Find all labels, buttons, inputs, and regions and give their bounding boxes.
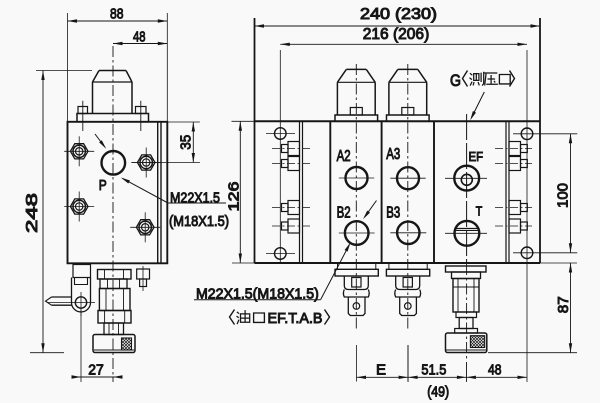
svg-text:87: 87: [555, 296, 572, 313]
svg-text:M22X1.5(M18X1.5): M22X1.5(M18X1.5): [196, 286, 319, 303]
svg-text:EF.T.A.B: EF.T.A.B: [268, 310, 323, 327]
svg-text:(49): (49): [427, 385, 449, 401]
svg-text:M22X1.5: M22X1.5: [170, 189, 220, 206]
svg-text:48: 48: [488, 362, 502, 379]
svg-text:216 (206): 216 (206): [363, 26, 430, 43]
svg-text:A3: A3: [386, 146, 400, 163]
svg-text:51.5: 51.5: [421, 362, 446, 379]
svg-text:240 (230): 240 (230): [360, 6, 437, 23]
svg-text:48: 48: [133, 28, 146, 45]
svg-text:T: T: [476, 204, 483, 219]
svg-text:248: 248: [24, 193, 41, 233]
svg-text:A2: A2: [337, 148, 351, 165]
svg-text:B2: B2: [337, 205, 351, 222]
svg-text:100: 100: [555, 183, 572, 208]
svg-text:88: 88: [110, 5, 124, 22]
svg-text:P: P: [99, 177, 107, 194]
svg-text:126: 126: [225, 181, 242, 211]
svg-text:EF: EF: [469, 149, 484, 164]
svg-text:(M18X1.5): (M18X1.5): [169, 213, 229, 230]
svg-text:35: 35: [177, 135, 194, 150]
svg-text:E: E: [376, 362, 386, 379]
svg-text:B3: B3: [386, 205, 400, 222]
svg-text:G: G: [450, 71, 461, 90]
svg-text:27: 27: [88, 362, 104, 379]
